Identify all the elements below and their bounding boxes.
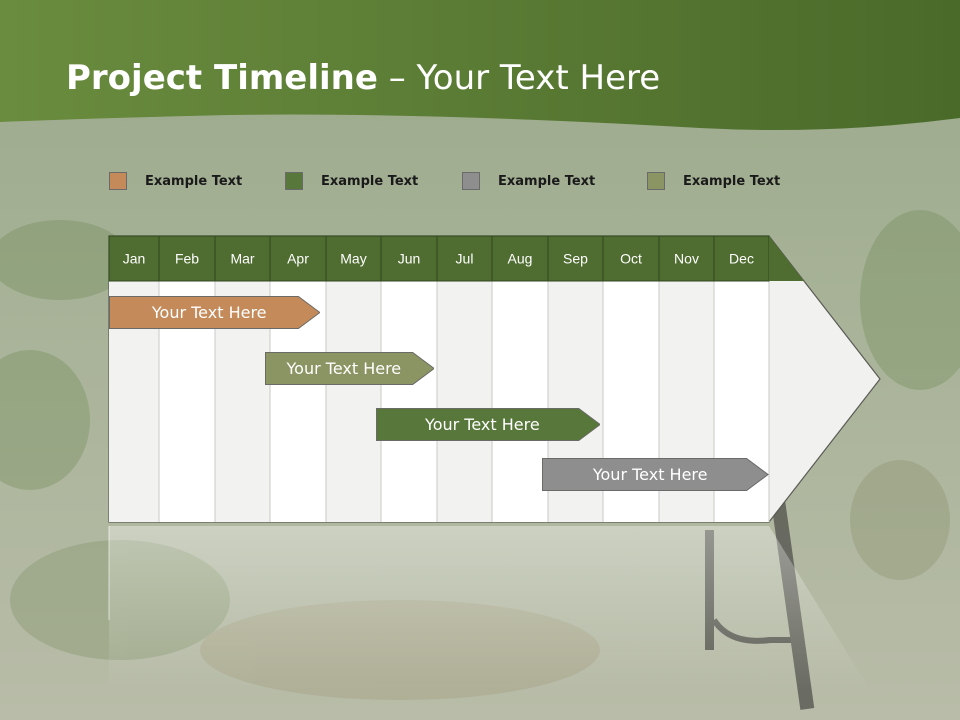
task-arrow-shape bbox=[264, 352, 435, 385]
month-label: Jul bbox=[456, 251, 474, 267]
legend-label: Example Text bbox=[498, 173, 596, 189]
month-header-cell bbox=[214, 235, 271, 282]
legend-label: Example Text bbox=[321, 173, 419, 189]
month-header-cell bbox=[380, 235, 438, 282]
month-label: Sep bbox=[563, 251, 588, 267]
month-label: Mar bbox=[230, 251, 254, 267]
month-header-cell bbox=[436, 235, 493, 282]
timeline-reflection bbox=[108, 526, 870, 690]
reflection-shape bbox=[109, 526, 870, 690]
page-title: Project Timeline – Your Text Here bbox=[66, 58, 660, 98]
legend-item-4: Example Text bbox=[647, 170, 780, 192]
task-label: Your Text Here bbox=[151, 303, 267, 322]
month-header-cell bbox=[108, 235, 160, 282]
month-label: Oct bbox=[620, 251, 642, 267]
month-label: Apr bbox=[287, 251, 309, 267]
month-column bbox=[492, 281, 548, 522]
month-header-cell bbox=[158, 235, 216, 282]
legend-item-2: Example Text bbox=[285, 170, 418, 192]
legend-swatch-tan bbox=[109, 172, 127, 190]
task-arrow-shape bbox=[375, 408, 601, 441]
legend-item-3: Example Text bbox=[462, 170, 595, 192]
task-bar: Your Text Here bbox=[542, 458, 769, 491]
month-label: May bbox=[340, 251, 366, 267]
task-label: Your Text Here bbox=[286, 359, 402, 378]
month-header-row: Jan Feb Mar Apr May Jun Jul Aug Sep Oct Nov Dec bbox=[108, 235, 804, 282]
month-header-cell bbox=[269, 235, 327, 282]
task-label: Your Text Here bbox=[425, 415, 540, 434]
legend-swatch-green bbox=[285, 172, 303, 190]
month-label: Nov bbox=[674, 251, 699, 267]
month-label: Dec bbox=[729, 251, 754, 267]
title-bold: Project Timeline bbox=[66, 58, 378, 98]
month-column bbox=[437, 281, 492, 522]
title-rest: – Your Text Here bbox=[377, 58, 661, 98]
month-column bbox=[381, 281, 437, 522]
task-bar: Your Text Here bbox=[375, 408, 601, 441]
month-header-cell bbox=[602, 235, 660, 282]
legend-swatch-olive bbox=[647, 172, 665, 190]
month-label: Jan bbox=[123, 251, 146, 267]
task-arrow-shape bbox=[109, 296, 321, 329]
legend-label: Example Text bbox=[683, 173, 781, 189]
legend-label: Example Text bbox=[145, 173, 243, 189]
month-label: Aug bbox=[508, 251, 533, 267]
task-bar: Your Text Here bbox=[109, 296, 321, 329]
legend-swatch-gray bbox=[462, 172, 480, 190]
month-column bbox=[326, 281, 381, 522]
month-header-cell bbox=[658, 235, 715, 282]
legend-item-1: Example Text bbox=[109, 170, 242, 192]
month-header-cell bbox=[491, 235, 549, 282]
task-bar: Your Text Here bbox=[264, 352, 435, 385]
month-header-cell bbox=[713, 235, 770, 282]
arrow-header-tip bbox=[769, 236, 804, 281]
month-label: Feb bbox=[175, 251, 199, 267]
month-header-cell bbox=[325, 235, 382, 282]
task-label: Your Text Here bbox=[592, 465, 708, 484]
month-label: Jun bbox=[398, 251, 421, 267]
task-arrow-shape bbox=[542, 458, 769, 491]
